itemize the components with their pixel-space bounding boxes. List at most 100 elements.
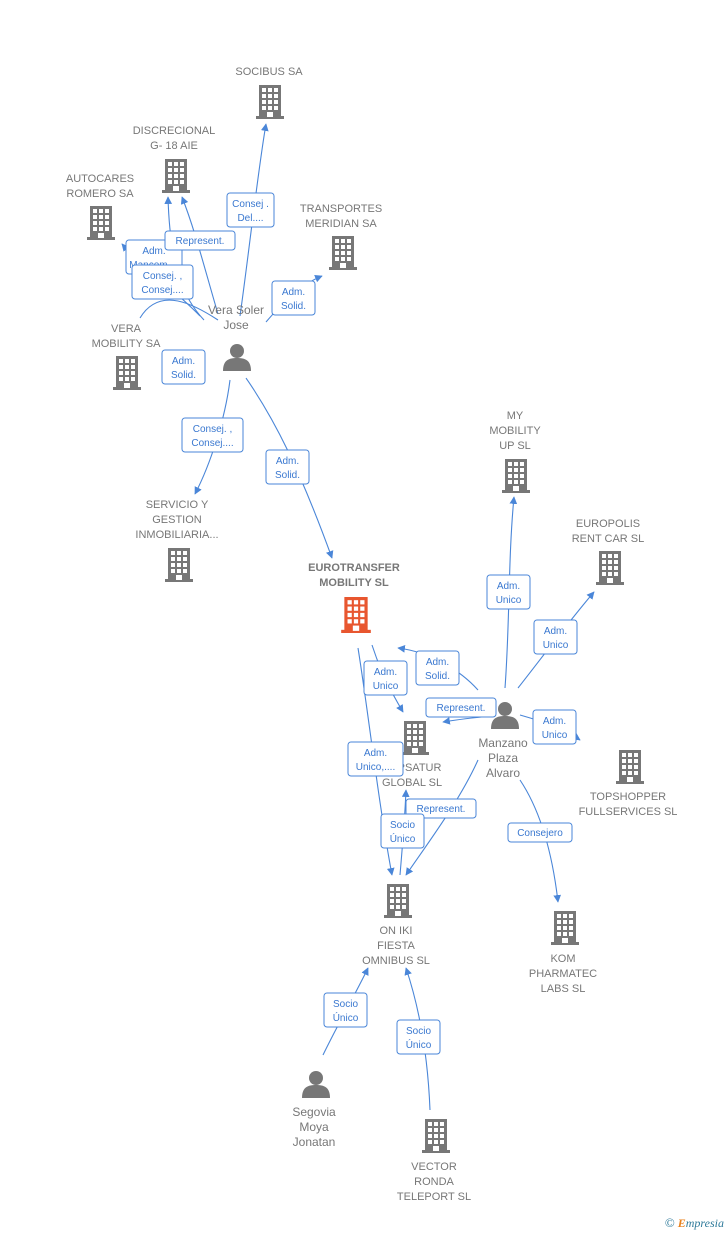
tag-text: Del.... [237, 213, 263, 224]
node-label: Segovia [292, 1105, 336, 1119]
relation-tag[interactable]: Adm. Solid. [271, 280, 316, 316]
tag-text: Consej.... [141, 285, 183, 296]
relation-tag[interactable]: Represent. [164, 230, 236, 251]
copyright-symbol: © [664, 1215, 675, 1230]
node-segovia[interactable]: Segovia Moya Jonatan [292, 1071, 336, 1149]
node-label: TRANSPORTES [300, 203, 382, 215]
building-icon [551, 911, 579, 945]
node-label: LABS SL [541, 983, 586, 995]
relation-tag[interactable]: Socio Único [323, 992, 368, 1028]
node-discrecional[interactable]: DISCRECIONAL G- 18 AIE [133, 125, 216, 193]
relation-tag[interactable]: Adm. Solid. [415, 650, 460, 686]
node-europolis[interactable]: EUROPOLIS RENT CAR SL [572, 518, 645, 585]
building-icon [329, 236, 357, 270]
node-label: INMOBILIARIA... [135, 529, 218, 541]
node-label: DISCRECIONAL [133, 125, 216, 137]
node-kom[interactable]: KOM PHARMATEC LABS SL [529, 911, 597, 995]
node-label: VECTOR [411, 1161, 457, 1173]
person-icon [223, 344, 251, 371]
node-label: TOPSHOPPER [590, 791, 666, 803]
node-label: Vera Soler [208, 303, 264, 317]
node-label: ON IKI [379, 925, 412, 937]
node-label: FIESTA [377, 940, 415, 952]
tag-text: Socio [333, 999, 358, 1010]
building-icon [616, 750, 644, 784]
building-icon [384, 884, 412, 918]
node-label: KOM [550, 953, 575, 965]
relation-tag[interactable]: Socio Único [380, 813, 425, 849]
node-label: Jose [223, 318, 249, 332]
tag-text: Represent. [417, 804, 466, 815]
building-icon [256, 85, 284, 119]
edge-vera-discrecional [180, 196, 219, 315]
tag-text: Consej.... [191, 438, 233, 449]
building-icon [87, 206, 115, 240]
empresia-watermark[interactable]: ©Empresia [665, 1215, 724, 1231]
relation-tags: Consej . Del.... Adm. Mancom.... Represe… [125, 192, 578, 1055]
node-socibus[interactable]: SOCIBUS SA [235, 66, 303, 119]
building-icon [422, 1119, 450, 1153]
node-autocares[interactable]: AUTOCARES ROMERO SA [66, 173, 134, 240]
relation-tag[interactable]: Consej. , Consej.... [181, 417, 244, 453]
node-transportes[interactable]: TRANSPORTES MERIDIAN SA [300, 203, 382, 270]
tag-text: Adm. [497, 581, 520, 592]
node-vera-soler[interactable]: Vera Soler Jose [208, 303, 264, 371]
brand-name: mpresia [685, 1216, 724, 1230]
tag-text: Consej. , [143, 271, 182, 282]
node-label: PHARMATEC [529, 968, 597, 980]
tag-text: Unico [542, 730, 568, 741]
relation-tag[interactable]: Adm. Solid. [161, 349, 206, 385]
building-icon [401, 721, 429, 755]
brand-initial: E [677, 1216, 686, 1230]
tag-text: Consej . [232, 199, 269, 210]
relation-tag[interactable]: Consej . Del.... [226, 192, 275, 228]
building-icon [113, 356, 141, 390]
node-my-mobility[interactable]: MY MOBILITY UP SL [489, 410, 541, 493]
node-eurotransfer[interactable]: EUROTRANSFER MOBILITY SL [308, 562, 400, 633]
relation-tag[interactable]: Represent. [405, 798, 477, 819]
tag-text: Adm. [374, 667, 397, 678]
building-icon [502, 459, 530, 493]
tag-text: Solid. [171, 370, 196, 381]
node-label: AUTOCARES [66, 173, 134, 185]
node-label: GLOBAL SL [382, 777, 442, 789]
edge-manzano-on-iki [405, 759, 479, 876]
node-label: Manzano [478, 736, 528, 750]
tag-text: Solid. [281, 301, 306, 312]
tag-text: Adm. [282, 287, 305, 298]
tag-text: Adm. [364, 748, 387, 759]
node-manzano[interactable]: Manzano Plaza Alvaro [478, 702, 528, 780]
node-label: OMNIBUS SL [362, 955, 430, 967]
tag-text: Adm. [426, 657, 449, 668]
tag-text: Unico [543, 640, 569, 651]
node-vector[interactable]: VECTOR RONDA TELEPORT SL [397, 1119, 471, 1203]
node-on-iki[interactable]: ON IKI FIESTA OMNIBUS SL [362, 884, 430, 967]
relation-tag[interactable]: Adm. Unico [532, 709, 577, 745]
building-icon [596, 551, 624, 585]
tag-text: Represent. [176, 236, 225, 247]
node-label: SOCIBUS SA [235, 66, 303, 78]
node-vera-mobility[interactable]: VERA MOBILITY SA [92, 323, 162, 390]
node-label: ROMERO SA [66, 188, 134, 200]
node-label: GESTION [152, 514, 202, 526]
relation-tag[interactable]: Adm. Solid. [265, 449, 310, 485]
node-label: MOBILITY SL [319, 577, 389, 589]
relation-tag[interactable]: Represent. [425, 697, 497, 718]
relation-tag[interactable]: Consej. , Consej.... [131, 264, 194, 300]
node-servicio[interactable]: SERVICIO Y GESTION INMOBILIARIA... [135, 499, 219, 582]
node-topshopper[interactable]: TOPSHOPPER FULLSERVICES SL [579, 750, 678, 818]
relation-tag[interactable]: Socio Único [396, 1019, 441, 1055]
relation-tag[interactable]: Adm. Unico [533, 619, 578, 655]
person-icon [302, 1071, 330, 1098]
tag-text: Represent. [437, 703, 486, 714]
node-label: MOBILITY SA [92, 338, 162, 350]
node-label: G- 18 AIE [150, 140, 198, 152]
relation-tag[interactable]: Adm. Unico,.... [347, 741, 404, 777]
node-label: RENT CAR SL [572, 533, 645, 545]
relation-tag[interactable]: Consejero [507, 822, 573, 843]
relation-tag[interactable]: Adm. Unico [486, 574, 531, 610]
tag-text: Único [333, 1011, 359, 1024]
relation-tag[interactable]: Adm. Unico [363, 660, 408, 696]
tag-text: Adm. [276, 456, 299, 467]
tag-text: Único [406, 1038, 432, 1051]
